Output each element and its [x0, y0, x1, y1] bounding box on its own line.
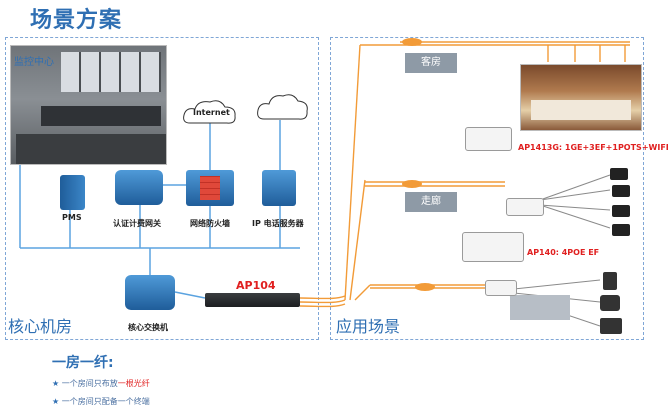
monitor-center-label: 监控中心 — [14, 57, 54, 68]
camera-icon — [612, 185, 630, 197]
app-zone-label: 应用场景 — [336, 317, 401, 336]
core-zone — [5, 37, 319, 340]
ap140-label: AP140: 4POE EF — [527, 248, 600, 257]
pms-icon — [60, 175, 85, 210]
hotel-room-photo — [520, 64, 642, 131]
internet-cloud-icon — [180, 98, 240, 128]
ip-phone-server-label: IP 电话服务器 — [252, 219, 304, 228]
core-zone-label: 核心机房 — [8, 317, 73, 336]
pms-label: PMS — [62, 213, 82, 222]
computer-icon — [600, 318, 622, 334]
ap104-label: AP104 — [236, 279, 276, 292]
camera-icon — [612, 224, 630, 236]
slogan: 一房一纤: — [52, 355, 114, 371]
wifi-router-icon — [603, 272, 617, 290]
auth-gateway-label: 认证计费网关 — [113, 219, 161, 228]
core-switch-label: 核心交换机 — [128, 323, 168, 332]
ap104-device — [205, 293, 300, 307]
bottom-ap-device — [485, 280, 517, 296]
connection-diagram — [19, 38, 630, 327]
core-switch-icon — [125, 275, 175, 310]
cloud-icon — [255, 92, 310, 124]
room-tag: 客房 — [405, 53, 457, 73]
ap1413-device — [465, 127, 512, 151]
ip-phone-server-icon — [262, 170, 296, 206]
camera-icon — [612, 205, 630, 217]
camera-icon — [610, 168, 628, 180]
blank-box — [510, 295, 570, 320]
internet-label: Internet — [193, 108, 230, 117]
bullet-item: ★ 一个房间只布放一根光纤 — [52, 379, 150, 388]
auth-gateway-icon — [115, 170, 163, 205]
corridor-tag: 走廊 — [405, 192, 457, 212]
page-title: 场景方案 — [30, 8, 123, 33]
ap1413-label: AP1413G: 1GE+3EF+1POTS+WIFI — [518, 143, 669, 152]
app-zone — [330, 37, 644, 340]
firewall-label: 网络防火墙 — [190, 219, 230, 228]
corridor-ap-device — [506, 198, 544, 216]
bullet-item: ★ 一个房间只配备一个终端 — [52, 397, 150, 406]
monitor-center-photo — [10, 45, 167, 165]
ap140-device — [462, 232, 524, 262]
phone-icon — [600, 295, 620, 311]
firewall-icon — [186, 170, 234, 206]
